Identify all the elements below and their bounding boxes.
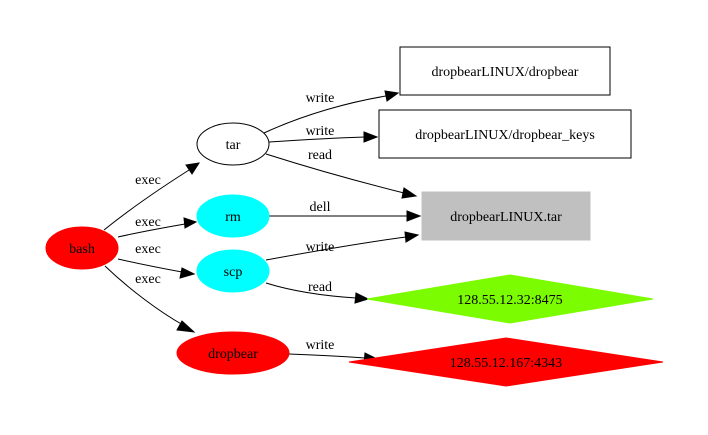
edge-label: write: [306, 124, 335, 139]
box-shape: [378, 109, 632, 159]
arrowhead: [183, 217, 198, 229]
edge-bash-to-dropbear: exec: [104, 265, 196, 333]
node-dropbear: dropbear: [176, 331, 290, 375]
arrowhead: [384, 90, 400, 102]
node-label: tar: [226, 138, 241, 153]
arrowhead: [401, 187, 418, 199]
diamond-shape: [366, 274, 654, 324]
edge-bash-to-rm: exec: [117, 215, 198, 238]
node-file-keys: dropbearLINUX/dropbear_keys: [378, 109, 632, 159]
edge-scp-to-file_tar: write: [265, 231, 420, 261]
edge-tar-to-file_tar: read: [265, 148, 418, 199]
edge-line: [265, 236, 407, 261]
arrowhead: [354, 292, 370, 304]
diamond-shape: [348, 337, 664, 387]
edge-label: exec: [135, 173, 161, 188]
ellipse-shape: [196, 249, 270, 293]
edge-line: [268, 136, 366, 143]
ellipse-shape: [45, 226, 119, 270]
node-label: scp: [224, 265, 243, 280]
arrowhead: [179, 267, 196, 279]
edge-line: [265, 282, 357, 299]
edge-tar-to-file_keys: write: [268, 124, 379, 143]
edge-scp-to-net1: read: [265, 280, 370, 304]
edge-line: [117, 223, 186, 238]
edge-bash-to-scp: exec: [117, 242, 196, 279]
node-bash: bash: [45, 226, 119, 270]
edge-label: exec: [135, 272, 161, 287]
arrowhead: [406, 210, 422, 222]
edge-label: write: [306, 338, 335, 353]
edges-layer: exec exec exec exec write write read dell write r…: [103, 90, 422, 364]
edge-line: [263, 95, 387, 134]
node-label: dropbearLINUX/dropbear: [432, 65, 579, 80]
box-shape: [399, 46, 611, 96]
node-label: bash: [69, 242, 95, 257]
edge-label: exec: [135, 242, 161, 257]
node-file-dropbear: dropbearLINUX/dropbear: [399, 46, 611, 96]
edge-line: [103, 164, 198, 231]
edge-line: [288, 353, 366, 359]
node-net1: 128.55.12.32:8475: [366, 274, 654, 324]
edge-line: [117, 258, 183, 273]
node-tar: tar: [196, 122, 270, 166]
edge-rm-to-file_tar: dell: [268, 200, 422, 222]
node-scp: scp: [196, 249, 270, 293]
node-file-tar: dropbearLINUX.tar: [421, 191, 591, 241]
edge-line: [104, 265, 184, 326]
edge-label: read: [308, 148, 332, 163]
box-shape: [421, 191, 591, 241]
edge-line: [265, 153, 405, 194]
arrowhead: [176, 320, 196, 333]
node-net2: 128.55.12.167:4343: [348, 337, 664, 387]
ellipse-shape: [196, 194, 270, 238]
edge-dropbear-to-net2: write: [288, 338, 379, 364]
ellipse-shape: [176, 331, 290, 375]
edge-tar-to-file_dropbear: write: [263, 90, 400, 134]
node-label: dropbearLINUX/dropbear_keys: [415, 128, 595, 143]
edge-label: write: [306, 240, 335, 255]
edge-label: exec: [135, 215, 161, 230]
node-label: dropbear: [208, 347, 258, 362]
edge-label: read: [308, 280, 332, 295]
edge-label: dell: [310, 200, 331, 215]
node-label: 128.55.12.32:8475: [457, 293, 562, 308]
arrowhead: [185, 162, 201, 175]
nodes-layer: bash tar rm scp dropbear dropbearLINUX/dropbe…: [45, 46, 664, 387]
node-label: dropbearLINUX.tar: [450, 210, 562, 225]
ellipse-shape: [196, 122, 270, 166]
edge-label: write: [306, 91, 335, 106]
node-label: 128.55.12.167:4343: [450, 356, 562, 371]
node-label: rm: [225, 210, 241, 225]
node-rm: rm: [196, 194, 270, 238]
arrowhead: [363, 131, 379, 143]
edge-bash-to-tar: exec: [103, 162, 201, 231]
arrowhead: [404, 231, 420, 243]
